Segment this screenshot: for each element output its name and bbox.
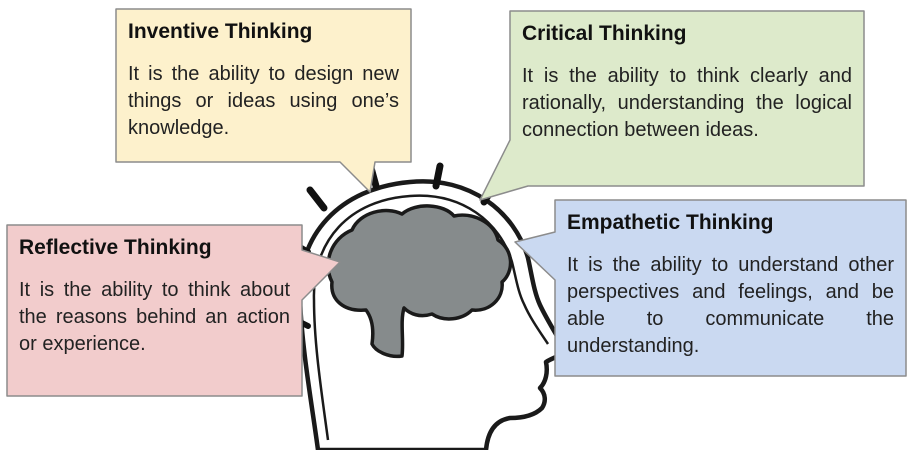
critical-thinking-title: Critical Thinking	[522, 22, 687, 45]
callout-empathetic	[514, 199, 907, 377]
inventive-thinking-text: It is the ability to design new things o…	[128, 63, 399, 139]
callout-reflective	[6, 224, 341, 397]
empathetic-thinking-box: Empathetic Thinking It is the ability to…	[555, 200, 906, 376]
reflective-thinking-box: Reflective Thinking It is the ability to…	[7, 225, 302, 396]
empathetic-thinking-title: Empathetic Thinking	[567, 211, 774, 234]
callout-inventive	[115, 8, 412, 193]
callout-critical	[479, 10, 865, 201]
ray-3	[432, 162, 444, 190]
inventive-thinking-title: Inventive Thinking	[128, 20, 313, 43]
head-inner-line	[312, 194, 550, 441]
reflective-thinking-text: It is the ability to think about the rea…	[19, 279, 290, 355]
critical-thinking-box: Critical Thinking It is the ability to t…	[510, 11, 864, 186]
brain-icon	[326, 204, 513, 359]
ray-1	[306, 186, 328, 212]
inventive-thinking-box: Inventive Thinking It is the ability to …	[116, 9, 411, 162]
critical-thinking-text: It is the ability to think clearly and r…	[522, 65, 852, 141]
empathetic-thinking-text: It is the ability to understand other pe…	[567, 254, 894, 357]
reflective-thinking-title: Reflective Thinking	[19, 236, 212, 259]
